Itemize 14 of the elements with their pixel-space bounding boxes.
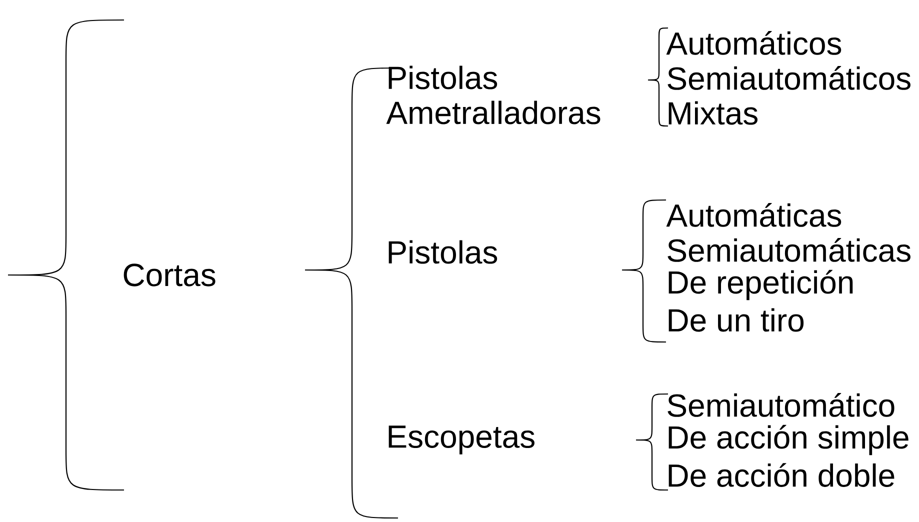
- category-label: Mixtas: [668, 101, 758, 125]
- category-label: Escopetas: [388, 426, 534, 454]
- category-label: Semiautomáticos: [668, 66, 910, 90]
- category-label: Pistolas Ametralladoras: [386, 66, 600, 124]
- category-label: Cortas: [124, 264, 216, 286]
- category-label: De repetición: [668, 270, 853, 300]
- category-label: Pistolas: [388, 240, 498, 264]
- category-label: Automáticas: [666, 203, 842, 227]
- category-label: De acción simple: [668, 424, 908, 456]
- category-label: Semiautomáticas: [668, 238, 910, 262]
- category-label: De acción doble: [668, 463, 894, 487]
- category-label: De un tiro: [668, 308, 804, 332]
- category-label: Semiautomático: [668, 393, 894, 417]
- category-label: Automáticos: [666, 31, 842, 55]
